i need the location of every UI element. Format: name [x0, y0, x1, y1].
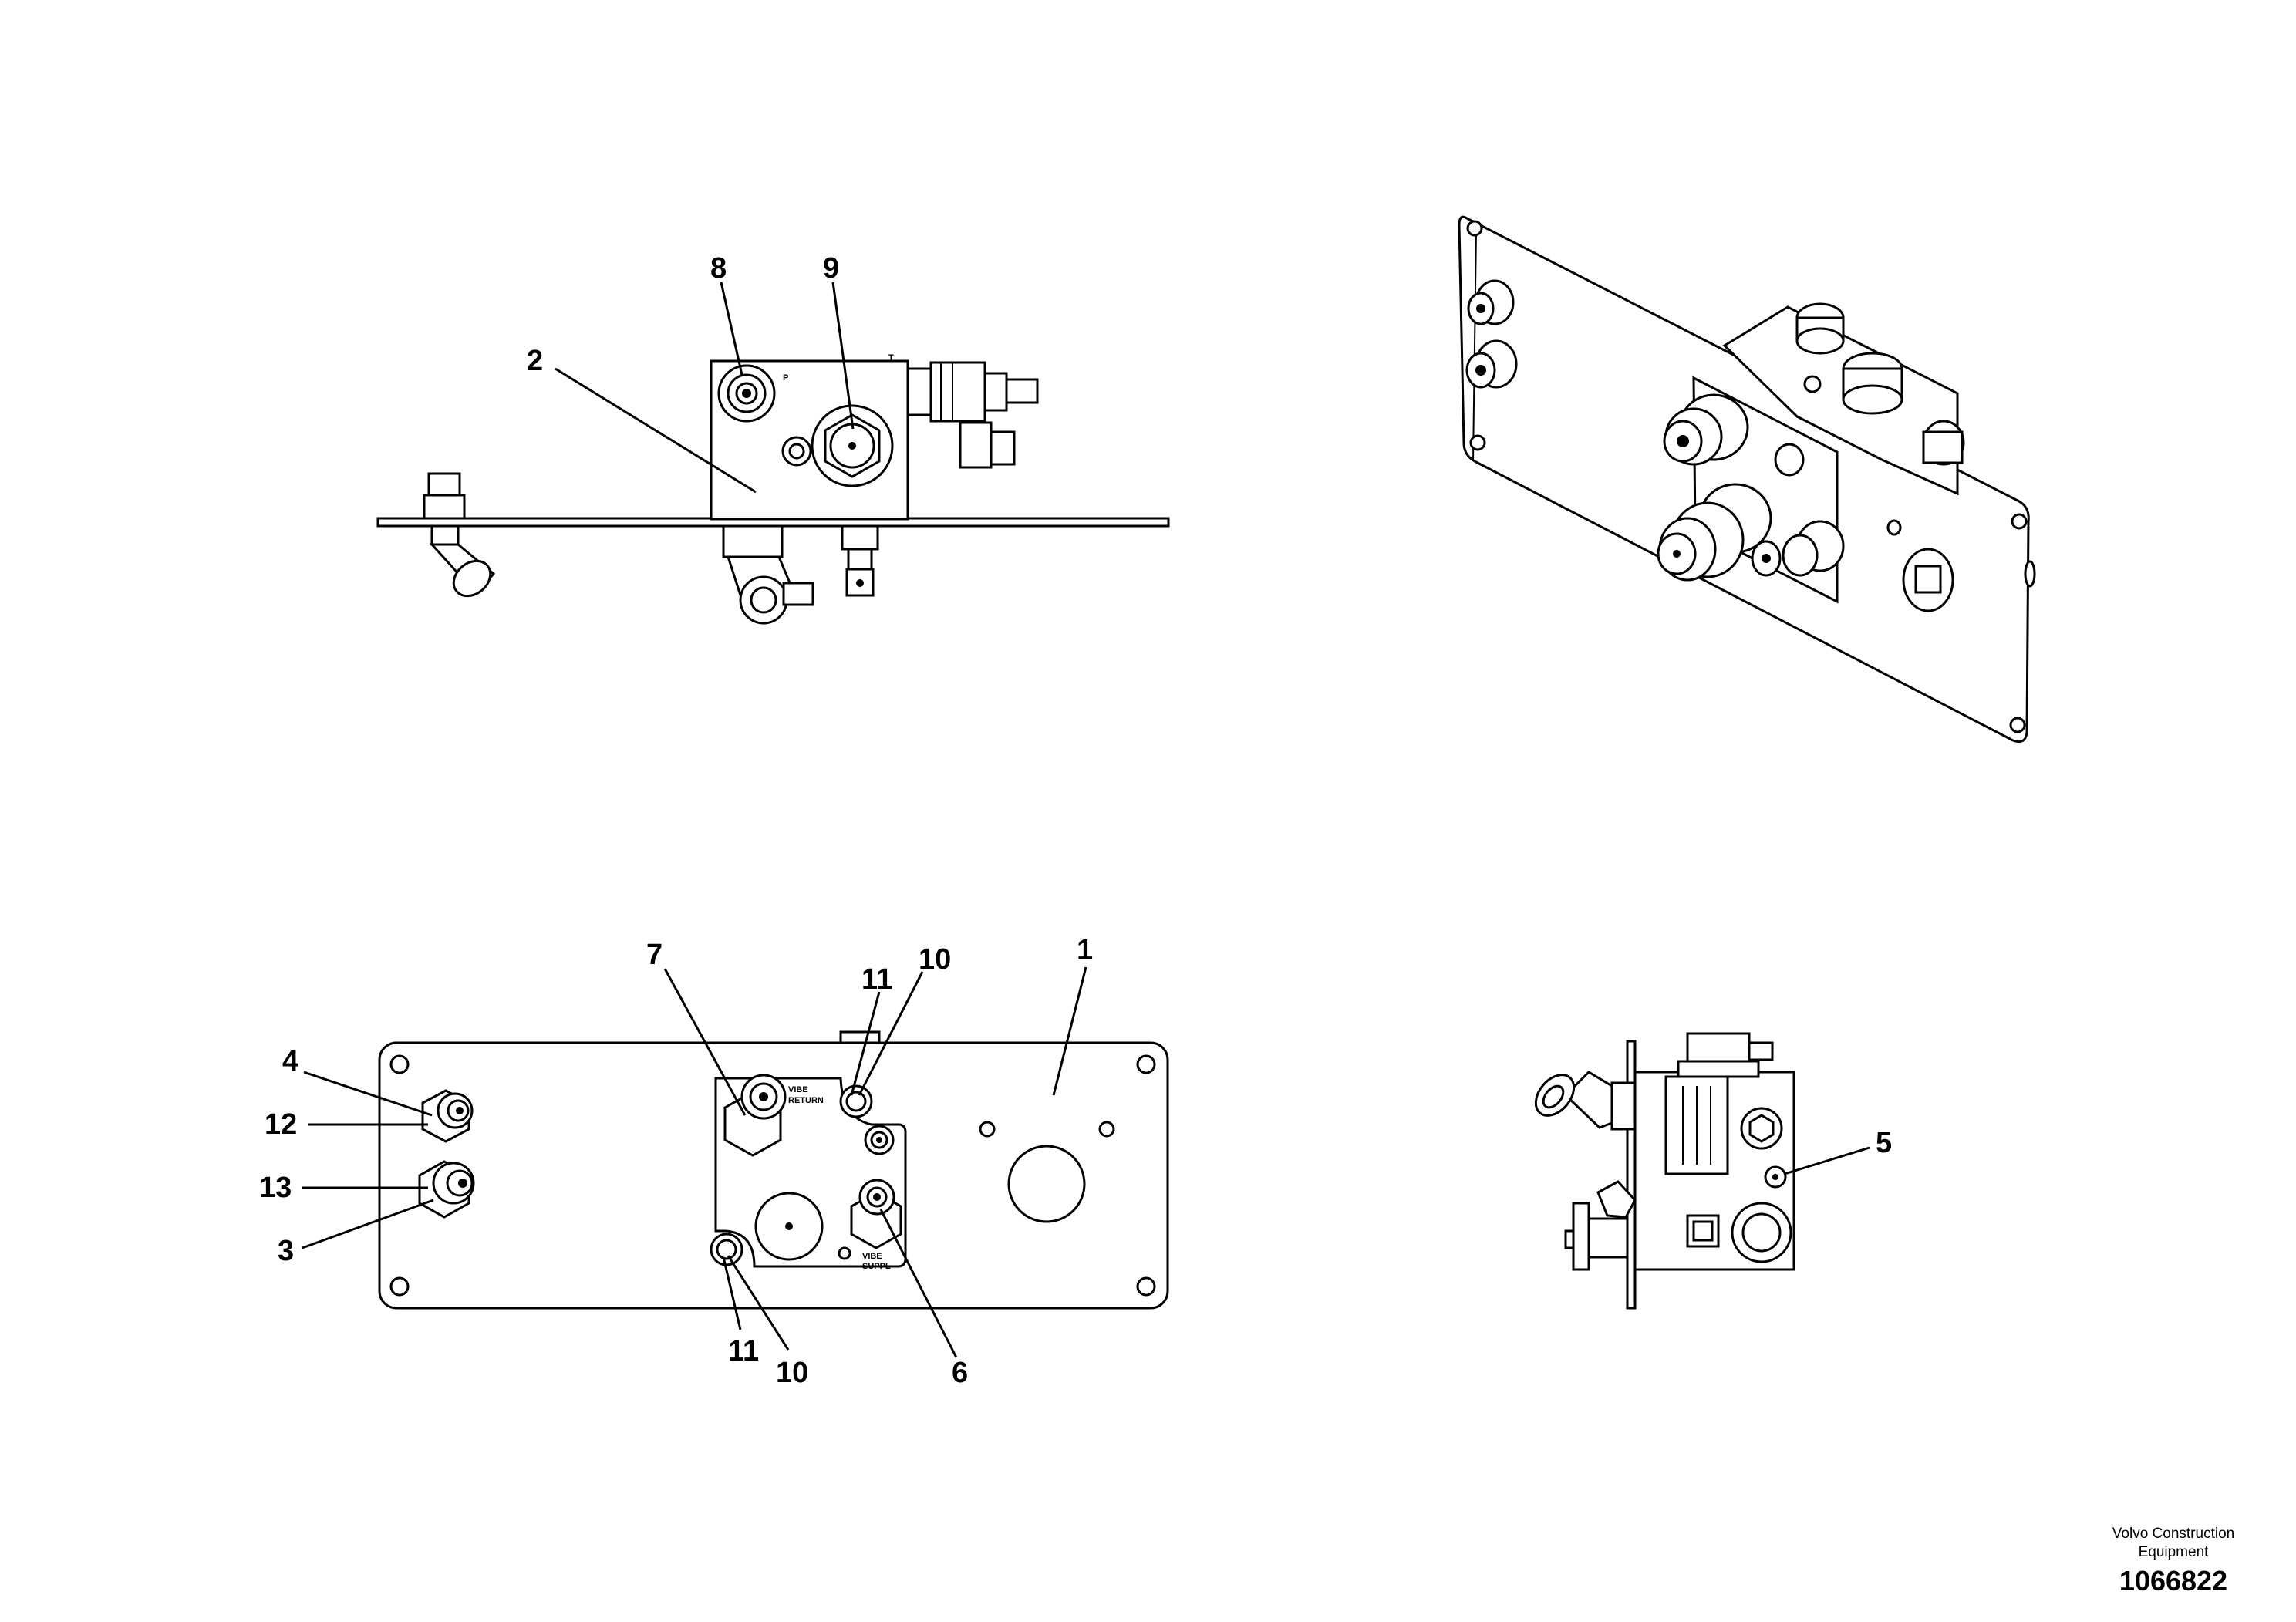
vibe-return-label-2: RETURN [788, 1096, 824, 1105]
stamp-company-line2: Equipment [2139, 1544, 2210, 1560]
bottom-straight-fitting [841, 524, 879, 597]
end-hex-fitting [1740, 1107, 1783, 1150]
callout-8: 8 [710, 252, 727, 285]
end-lower-coupler [1564, 1180, 1637, 1271]
iso-top-fittings [1795, 302, 1965, 466]
iso-electrical-connector [1886, 519, 1954, 612]
iso-quick-coupler [1657, 483, 1772, 582]
callout-7: 7 [646, 939, 663, 971]
callout-10-top: 10 [919, 943, 951, 976]
end-left-elbow [1534, 1071, 1637, 1131]
callout-4: 4 [282, 1045, 298, 1077]
left-elbow-fitting [423, 472, 496, 598]
blanking-cap [754, 1192, 824, 1261]
callout-12: 12 [265, 1108, 297, 1141]
bottom-elbow-fitting [722, 524, 814, 625]
leader-4 [303, 1071, 433, 1117]
end-plug-5 [1764, 1165, 1787, 1189]
leader-1 [1052, 966, 1087, 1096]
vibe-return-port [723, 1074, 787, 1157]
callout-5: 5 [1876, 1127, 1892, 1159]
callout-11-bottom: 11 [728, 1335, 759, 1367]
callout-10-bottom: 10 [776, 1357, 808, 1389]
callout-1: 1 [1077, 934, 1093, 966]
front-view: VIBE RETURN VIBE SUPPL [259, 934, 1169, 1389]
leader-6 [879, 1209, 958, 1358]
solenoid-cartridge [906, 361, 1039, 469]
fitting-4 [421, 1089, 474, 1143]
callout-9: 9 [823, 252, 839, 285]
leader-11-top [850, 991, 881, 1096]
vibe-return-label-1: VIBE [788, 1085, 808, 1094]
callout-11-top: 11 [861, 963, 892, 996]
connector-cutout [1007, 1145, 1086, 1223]
leader-7 [663, 968, 747, 1116]
iso-block-back [1722, 305, 1959, 496]
callout-2: 2 [527, 345, 543, 377]
port-t-fitting [811, 404, 894, 487]
leader-10-top [858, 971, 924, 1096]
port-p-fitting [717, 364, 776, 423]
callout-3: 3 [278, 1235, 294, 1267]
iso-supply-fitting [1751, 520, 1845, 577]
leader-10-bottom [727, 1255, 790, 1351]
iso-left-fittings [1465, 279, 1518, 389]
plug-middle [864, 1125, 895, 1155]
vibe-supply-port [850, 1179, 902, 1249]
vibe-supply-label-2: SUPPL [862, 1262, 891, 1271]
small-plug [781, 436, 812, 467]
end-view: 5 [1534, 1032, 1892, 1310]
leader-5 [1784, 1146, 1870, 1175]
end-label-panel [1664, 1075, 1729, 1175]
front-plate [378, 1041, 1169, 1310]
fitting-3 [418, 1160, 475, 1219]
isometric-view [1458, 215, 2036, 744]
leader-11-bottom [722, 1256, 742, 1330]
callout-6: 6 [952, 1357, 968, 1389]
leader-2 [555, 367, 757, 494]
vibe-supply-label-1: VIBE [862, 1252, 882, 1261]
stamp-drawing-number: 1066822 [2119, 1565, 2227, 1597]
test-port-bottom [710, 1233, 743, 1266]
stamp-company-line1: Volvo Construction [2112, 1526, 2234, 1542]
port-p-label: P [783, 373, 788, 383]
leader-9 [831, 282, 855, 430]
end-electrical-connector [1686, 1202, 1792, 1263]
leader-3 [302, 1199, 434, 1249]
iso-return-fitting [1663, 393, 1805, 477]
test-port-top [839, 1084, 873, 1118]
leader-8 [720, 282, 743, 376]
port-t-label: T [888, 353, 894, 363]
callout-13: 13 [259, 1172, 292, 1204]
drawing-stamp: Volvo Construction Equipment 1066822 [2112, 1526, 2234, 1597]
side-view: P T [376, 252, 1170, 625]
